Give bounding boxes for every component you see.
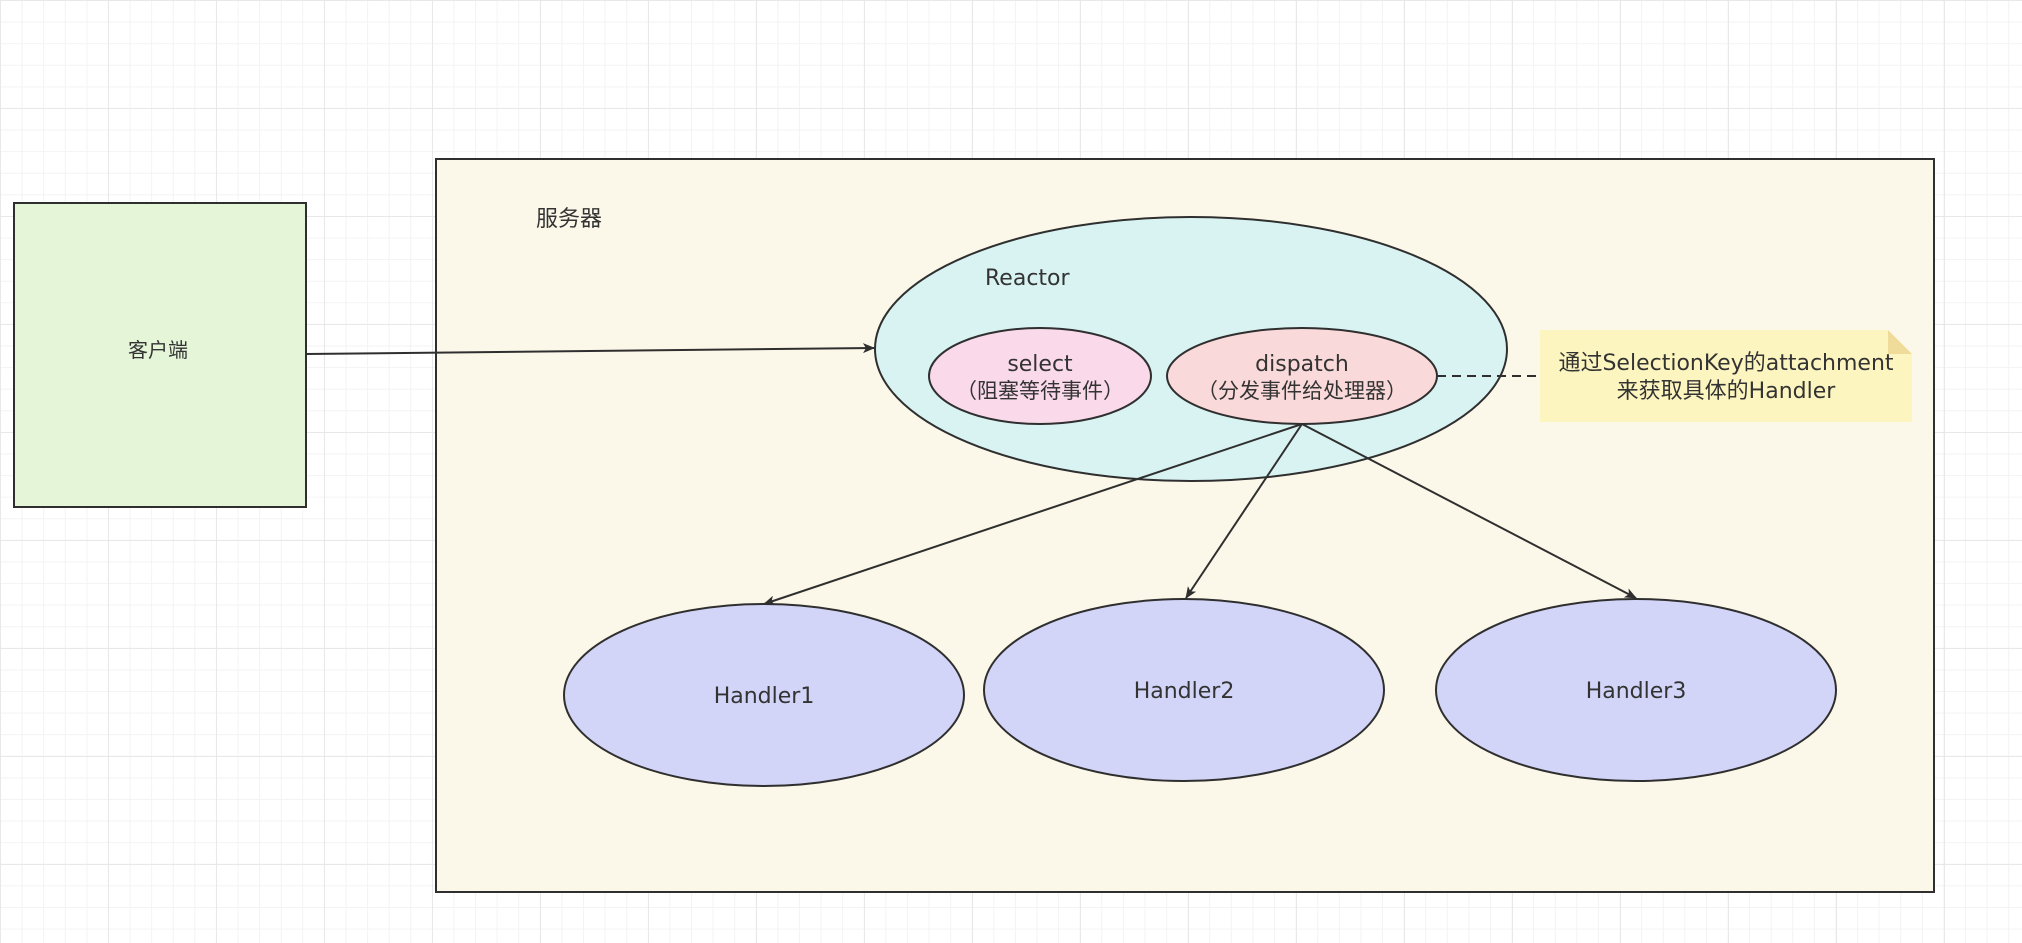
select-ellipse[interactable] xyxy=(928,327,1152,425)
dispatch-sublabel: （分发事件给处理器） xyxy=(1197,379,1407,403)
client-to-reactor-arrow[interactable] xyxy=(305,343,875,355)
handler3-label: Handler3 xyxy=(1586,679,1687,704)
dispatch-to-handler2-arrow[interactable] xyxy=(1185,423,1303,599)
reactor-label: Reactor xyxy=(985,266,1070,291)
handler1-label: Handler1 xyxy=(714,684,815,709)
handler3-ellipse[interactable] xyxy=(1435,598,1837,782)
note-line-1: 通过SelectionKey的attachment xyxy=(1558,351,1893,376)
handler2-ellipse[interactable] xyxy=(983,598,1385,782)
client-label: 客户端 xyxy=(128,338,188,362)
select-label: select xyxy=(1007,352,1073,377)
note-line-2: 来获取具体的Handler xyxy=(1617,379,1837,404)
handler2-label: Handler2 xyxy=(1134,679,1235,704)
dispatch-to-handler3-arrow[interactable] xyxy=(1301,423,1637,599)
client-box[interactable] xyxy=(13,202,307,508)
dispatch-label: dispatch xyxy=(1255,352,1349,377)
select-sublabel: （阻塞等待事件） xyxy=(956,379,1124,403)
note-fold xyxy=(1888,330,1912,354)
note-box[interactable] xyxy=(1540,330,1912,422)
dispatch-to-handler1-arrow[interactable] xyxy=(763,423,1303,606)
handler1-ellipse[interactable] xyxy=(563,603,965,787)
server-label: 服务器 xyxy=(536,207,602,232)
